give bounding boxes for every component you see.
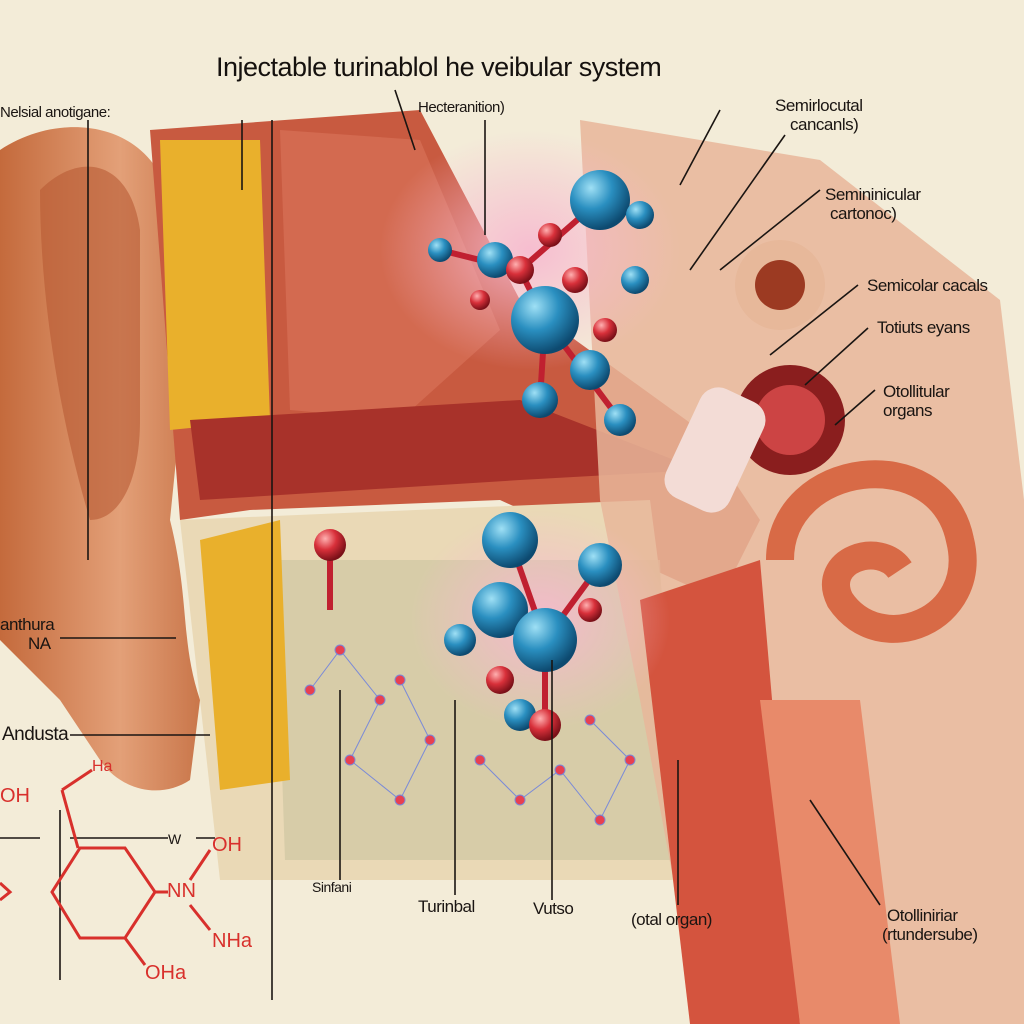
diagram-title: Injectable turinablol he veibular system xyxy=(216,52,662,82)
chemical-structure xyxy=(0,768,212,966)
label-totiuts: Totiuts eyans xyxy=(877,318,970,337)
leader-lines xyxy=(0,89,881,1000)
label-andusta: Andusta xyxy=(2,724,69,745)
label-line: organs xyxy=(883,401,932,420)
label-otal-organ: (otal organ) xyxy=(631,910,712,929)
chem-oh-1: OH xyxy=(0,785,30,807)
label-line: (rtundersube) xyxy=(882,925,978,944)
label-semicircular-3: Semicolar cacals xyxy=(867,276,988,295)
chem-nn: NN xyxy=(167,880,196,902)
label-line: Otollitular xyxy=(883,382,950,401)
label-sinfani: Sinfani xyxy=(312,879,352,895)
molecular-network xyxy=(304,644,636,826)
label-top-left: Nelsial anotigane: xyxy=(0,104,111,121)
chem-oh-2: OH xyxy=(212,834,242,856)
label-line: Semininicular xyxy=(825,185,921,204)
label-line: Otolliniriar xyxy=(887,906,958,925)
chem-oha: OHa xyxy=(145,962,187,984)
molecule-top xyxy=(428,170,654,436)
label-line: cartonoc) xyxy=(830,204,897,223)
label-line: anthura xyxy=(0,615,55,634)
label-line: NA xyxy=(28,634,51,653)
label-line: Semirlocutal xyxy=(775,96,863,115)
chem-nha: NHa xyxy=(212,930,253,952)
outer-ear xyxy=(0,127,200,791)
label-line: cancanls) xyxy=(790,115,859,134)
label-vutso: Vutso xyxy=(533,899,574,918)
molecule-bottom xyxy=(314,512,622,741)
chem-ha: Ha xyxy=(92,758,113,775)
label-turinbal: Turinbal xyxy=(418,897,475,916)
label-top-center: Hecteranition) xyxy=(418,99,505,116)
label-otolliniriar: Otolliniriar(rtundersube) xyxy=(882,906,978,944)
label-w: W xyxy=(168,831,181,847)
